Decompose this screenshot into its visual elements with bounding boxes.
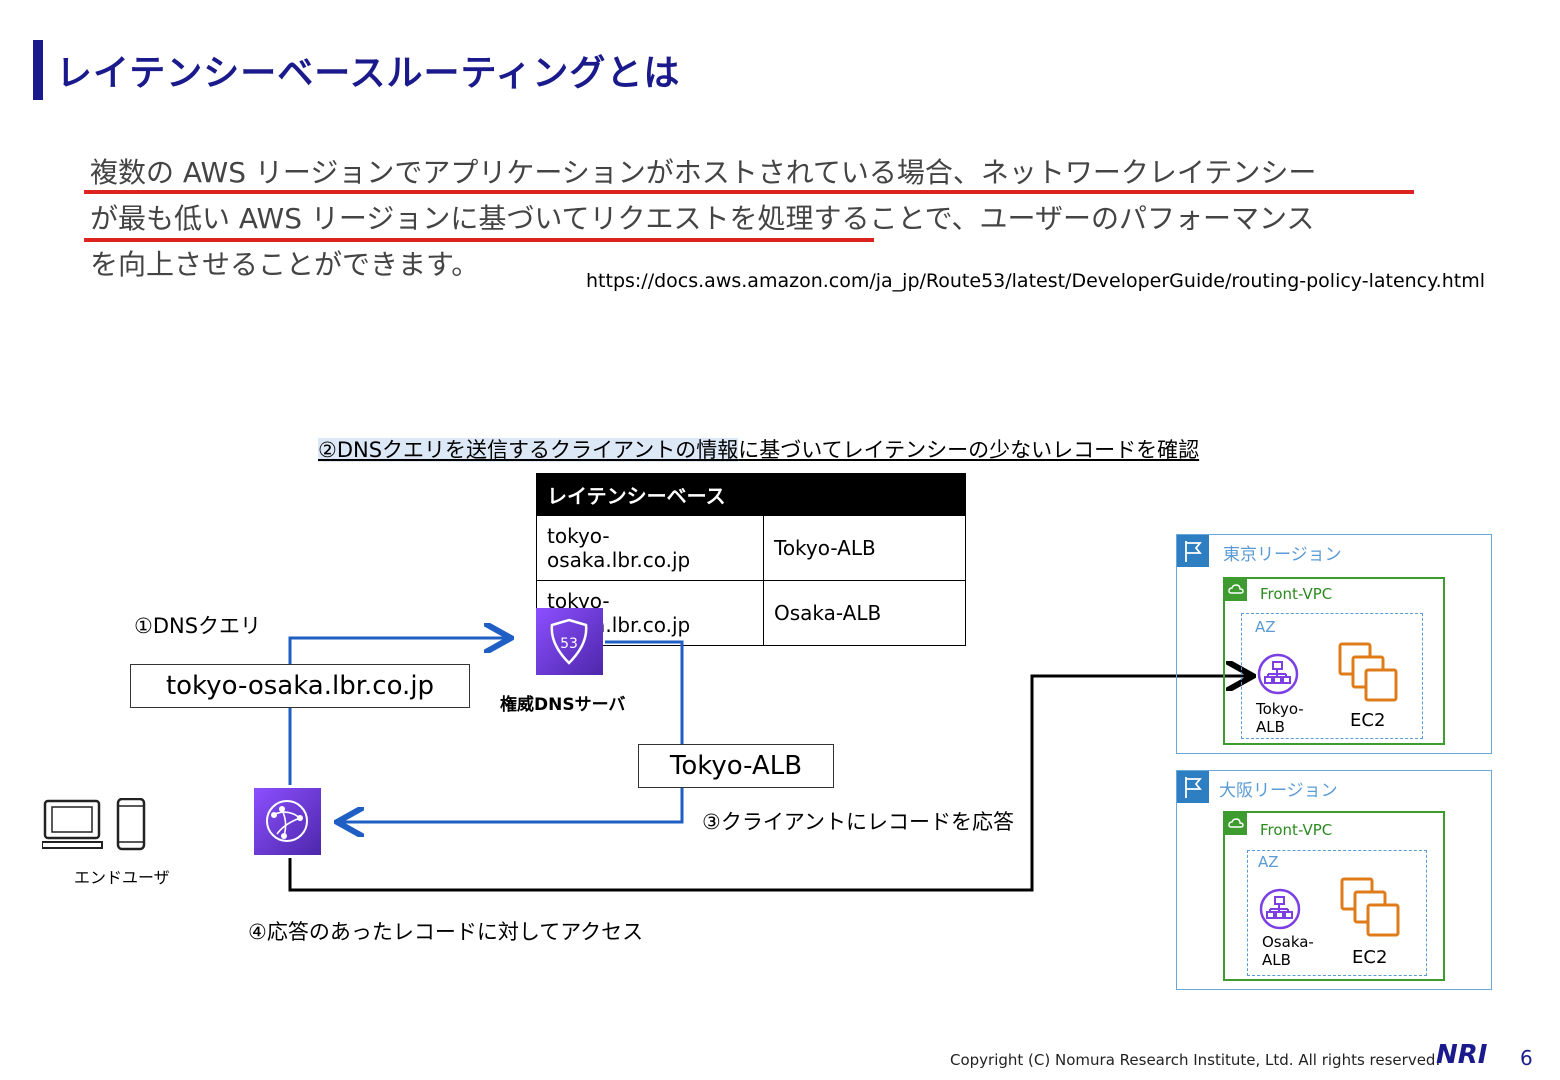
- ec2-label: EC2: [1350, 710, 1386, 731]
- step1-caption: ①DNSクエリ: [134, 614, 262, 638]
- vpc-label: Front-VPC: [1260, 821, 1333, 839]
- step2-caption: ②DNSクエリを送信するクライアントの情報に基づいてレイテンシーの少ないレコード…: [318, 434, 1199, 464]
- end-user-devices-icon: [42, 798, 146, 851]
- answer-box: Tokyo-ALB: [638, 744, 834, 788]
- copyright-text: Copyright (C) Nomura Research Institute,…: [950, 1051, 1441, 1069]
- quote-underline-2: [84, 238, 874, 242]
- quote-block: 複数の AWS リージョンでアプリケーションがホストされている場合、ネットワーク…: [90, 150, 1430, 288]
- route53-icon: 53: [536, 608, 603, 675]
- step2-highlight: ②DNSクエリを送信するクライアントの情報: [318, 438, 739, 462]
- availability-zone: AZ Osaka- ALB EC2: [1247, 850, 1427, 976]
- az-label: AZ: [1258, 853, 1279, 871]
- cloudfront-icon: [254, 788, 321, 855]
- availability-zone: AZ Tokyo- ALB EC2: [1241, 613, 1423, 739]
- quote-line-2: が最も低い AWS リージョンに基づいてリクエストを処理することで、ユーザーのパ…: [90, 202, 1315, 235]
- latency-record-table: レイテンシーベース tokyo-osaka.lbr.co.jp Tokyo-AL…: [536, 473, 966, 646]
- region-flag-icon: [1177, 771, 1209, 803]
- quote-line-3: を向上させることができます。: [90, 248, 480, 281]
- step2-rest: に基づいてレイテンシーの少ないレコードを確認: [738, 438, 1200, 462]
- quote-line-1: 複数の AWS リージョンでアプリケーションがホストされている場合、ネットワーク…: [90, 156, 1317, 189]
- front-vpc: Front-VPC AZ Tokyo- ALB EC2: [1223, 577, 1445, 745]
- step4-caption: ④応答のあったレコードに対してアクセス: [248, 920, 644, 944]
- end-user-label: エンドユーザ: [74, 868, 170, 887]
- title-accent-bar: [33, 40, 43, 100]
- dns-server-label: 権威DNSサーバ: [500, 695, 626, 715]
- access-arrow: [288, 676, 1250, 892]
- table-row: tokyo-osaka.lbr.co.jp Tokyo-ALB: [536, 515, 966, 581]
- alb-icon: [1257, 653, 1299, 695]
- az-label: AZ: [1255, 618, 1276, 636]
- tokyo-region: 東京リージョン Front-VPC AZ Tokyo- ALB EC2: [1176, 534, 1492, 754]
- region-name: 東京リージョン: [1223, 545, 1342, 565]
- route53-number: 53: [560, 636, 578, 652]
- vpc-label: Front-VPC: [1260, 585, 1333, 603]
- source-url[interactable]: https://docs.aws.amazon.com/ja_jp/Route5…: [586, 270, 1485, 292]
- dns-response-arrow: [340, 640, 684, 822]
- table-cell-target: Tokyo-ALB: [763, 515, 966, 581]
- alb-label: Osaka- ALB: [1262, 933, 1314, 969]
- vpc-cloud-icon: [1225, 579, 1247, 601]
- page-title: レイテンシーベースルーティングとは: [56, 53, 681, 94]
- table-cell-target: Osaka-ALB: [763, 580, 966, 646]
- quote-underline-1: [84, 190, 1414, 194]
- nri-logo: NRI: [1436, 1040, 1488, 1070]
- query-domain-box: tokyo-osaka.lbr.co.jp: [130, 664, 470, 708]
- table-header: レイテンシーベース: [536, 473, 966, 516]
- ec2-icon: [1338, 642, 1398, 702]
- region-flag-icon: [1177, 535, 1209, 567]
- alb-icon: [1259, 888, 1301, 930]
- vpc-cloud-icon: [1225, 813, 1247, 835]
- step3-caption: ③クライアントにレコードを応答: [702, 810, 1014, 834]
- ec2-icon: [1340, 877, 1400, 937]
- dns-query-arrow: [288, 638, 508, 785]
- ec2-label: EC2: [1352, 947, 1388, 968]
- page-number: 6: [1520, 1046, 1533, 1070]
- osaka-region: 大阪リージョン Front-VPC AZ Osaka- ALB EC2: [1176, 770, 1492, 990]
- region-name: 大阪リージョン: [1219, 781, 1338, 801]
- front-vpc: Front-VPC AZ Osaka- ALB EC2: [1223, 811, 1445, 981]
- alb-label: Tokyo- ALB: [1256, 700, 1304, 736]
- table-cell-domain: tokyo-osaka.lbr.co.jp: [536, 515, 764, 581]
